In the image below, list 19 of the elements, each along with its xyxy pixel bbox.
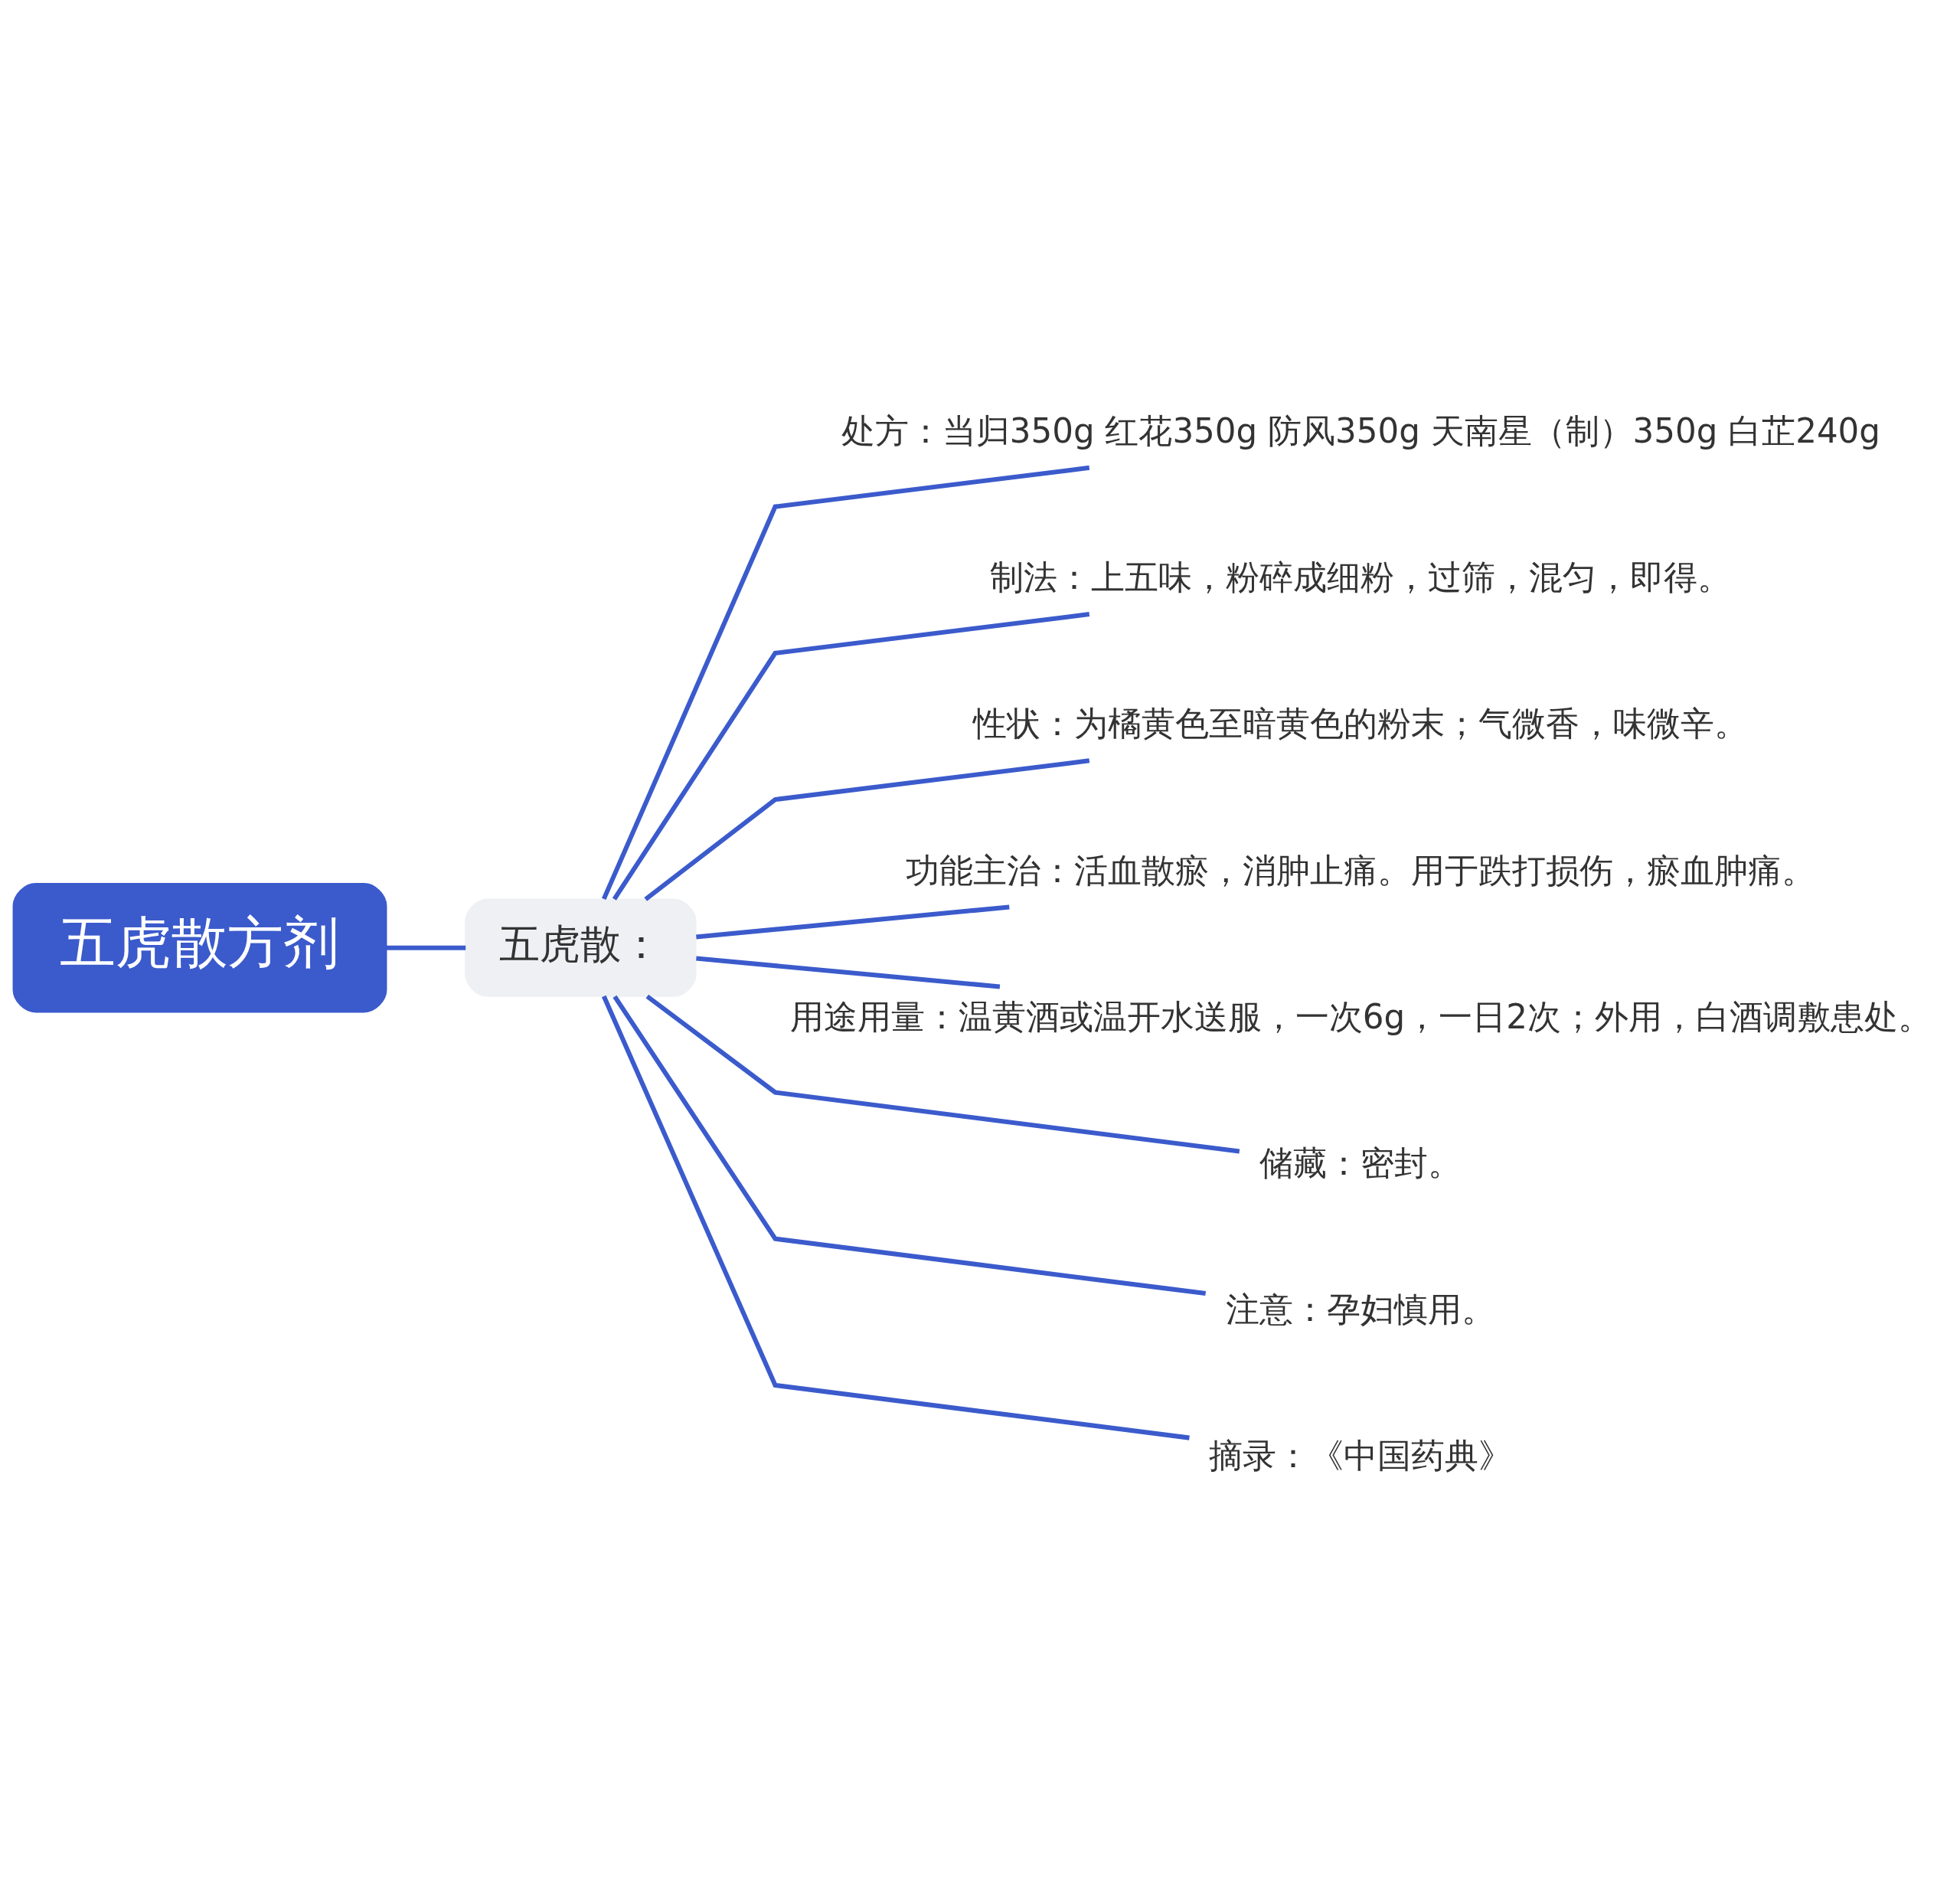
node-text: 功能主治：活血散瘀，消肿止痛。用于跌打损伤，瘀血肿痛。 [906,851,1816,890]
connector [601,465,1090,900]
node-text: 注意：孕妇慎用。 [1226,1290,1496,1329]
node-text: 制法：上五味，粉碎成细粉，过筛，混匀，即得。 [990,557,1732,597]
node-text: 性状：为橘黄色至暗黄色的粉末；气微香，味微辛。 [973,704,1749,743]
node-text: 储藏：密封。 [1259,1143,1462,1182]
connector [612,995,1207,1296]
connector [645,994,1240,1153]
node-text: 摘录：《中国药典》 [1209,1436,1513,1475]
connector [612,611,1090,901]
connector [696,956,1001,989]
node-text: 处方：当归350g 红花350g 防风350g 天南星（制）350g 白芷240g [841,411,1880,450]
connector [386,945,466,950]
connector [644,757,1090,901]
node-text: 用途用量：温黄酒或温开水送服，一次6g，一日2次；外用，白酒调敷患处。 [789,997,1932,1036]
node-box: 五虎散： [465,898,697,997]
connector [601,995,1190,1440]
node-box: 五虎散方剂 [12,882,387,1012]
connector [696,904,1010,940]
